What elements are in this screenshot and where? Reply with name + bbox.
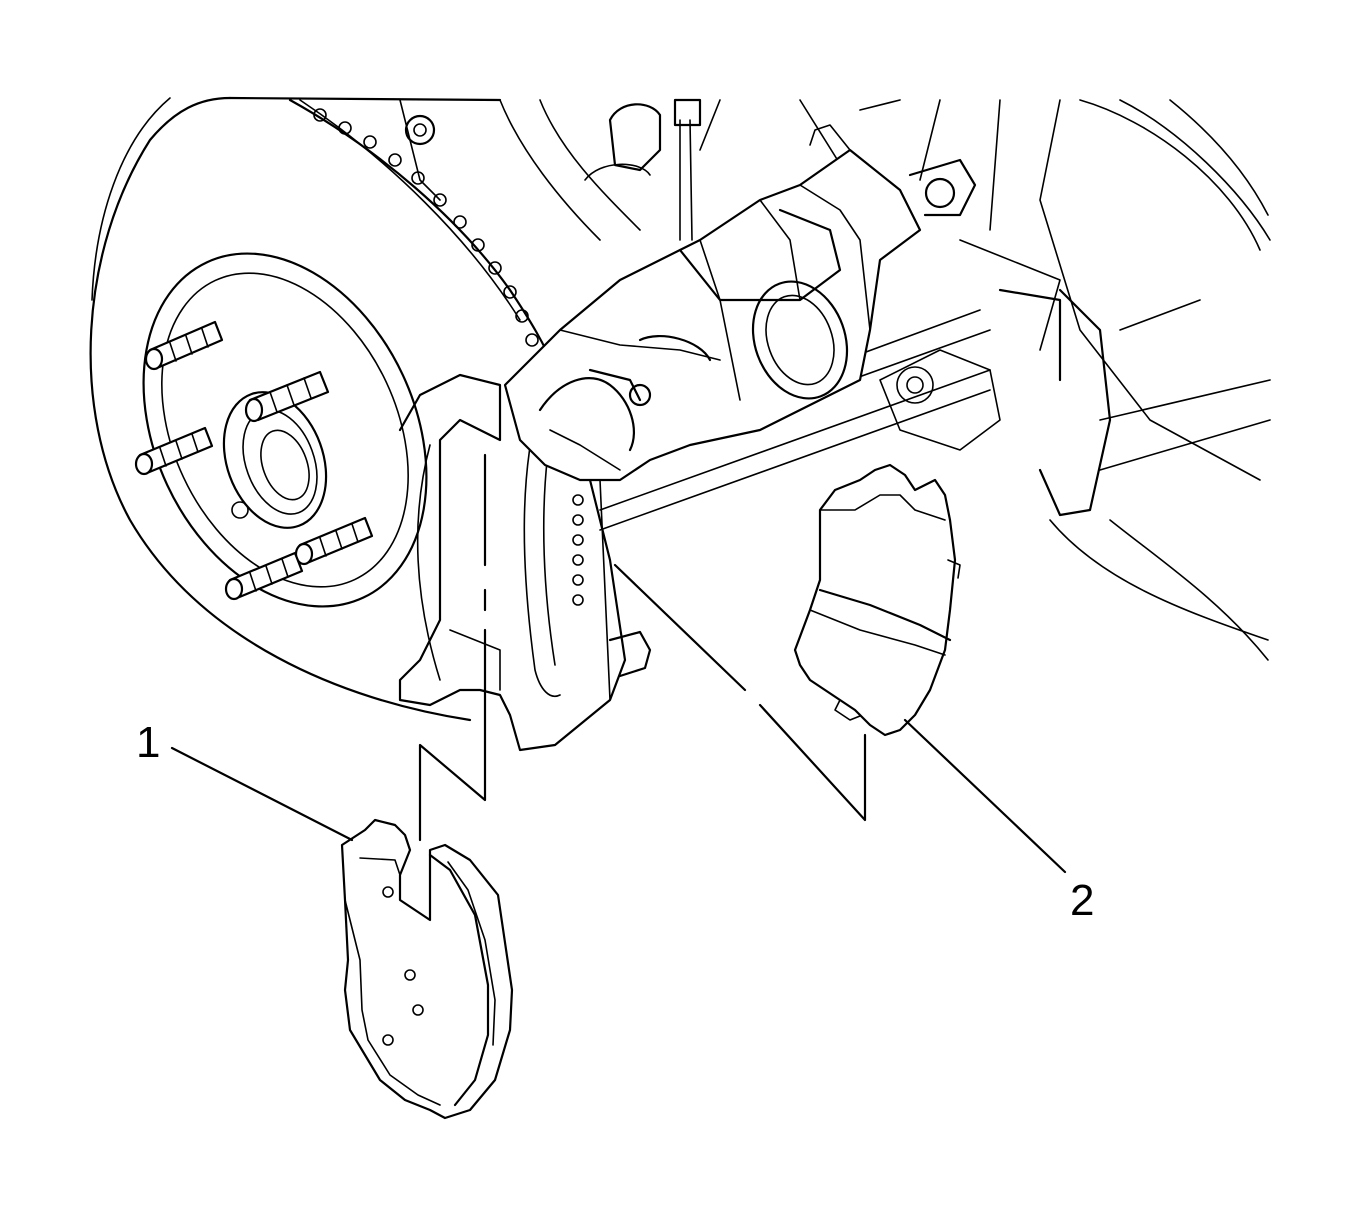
- suspension-background: [699, 99, 1271, 661]
- wheel-studs: [134, 320, 374, 601]
- install-path-lines: [418, 453, 867, 842]
- callout-leader-2: [903, 718, 1067, 874]
- callout-leader-1: [170, 746, 354, 842]
- callout-2: 2: [903, 718, 1094, 925]
- brake-lines: [399, 98, 702, 241]
- brake-pad-inner: [340, 818, 514, 1120]
- wheel-stud: [224, 551, 304, 601]
- wheel-hub: [142, 252, 428, 608]
- brake-rotor: [89, 96, 557, 722]
- rotor-vent-holes: [313, 108, 539, 347]
- callout-1: 1: [136, 718, 354, 842]
- brake-caliper: [503, 103, 922, 482]
- wheel-stud: [294, 516, 374, 566]
- callout-label-1: 1: [136, 718, 160, 767]
- wheel-stud: [134, 426, 214, 476]
- callout-label-2: 2: [1070, 876, 1094, 925]
- wheel-stud: [244, 370, 330, 423]
- brake-pad-outer: [793, 463, 961, 737]
- wheel-stud: [144, 320, 224, 371]
